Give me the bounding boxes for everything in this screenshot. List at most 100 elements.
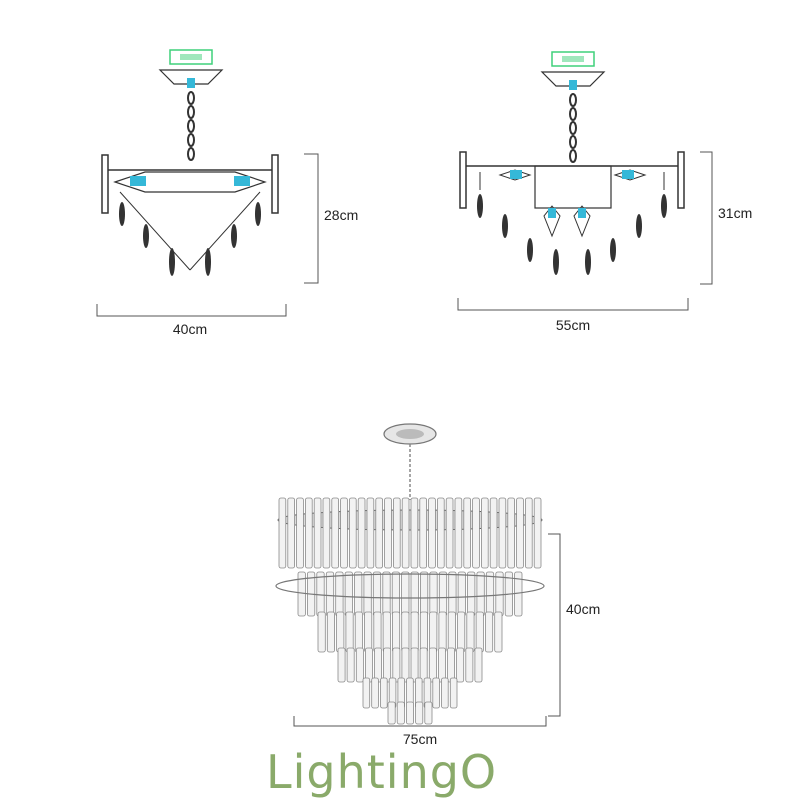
crystal-prism: [454, 497, 463, 569]
crystal-prism: [384, 497, 392, 569]
crystal-prism: [374, 647, 382, 683]
crystal-prism: [391, 611, 401, 653]
crystal-prism: [304, 497, 313, 569]
crystal-prism: [372, 571, 382, 617]
crystal-prism: [336, 611, 345, 653]
crystal-prism: [467, 571, 476, 617]
crystal-prism: [457, 571, 466, 617]
crystal-prism: [447, 611, 456, 653]
crystal-prism: [516, 497, 524, 569]
crystal-prism: [410, 497, 419, 569]
crystal-prism: [326, 611, 335, 653]
crystal-prism: [335, 571, 344, 617]
crystal-prism: [424, 701, 433, 725]
crystal-prism: [484, 611, 494, 653]
crystal-prism: [436, 497, 445, 569]
crystal-prism: [463, 497, 471, 569]
medium-chandelier-dimensions: [457, 151, 713, 311]
small-chandelier-drawing: [101, 49, 279, 276]
crystal-prism: [387, 701, 396, 725]
crystal-prism: [391, 571, 401, 617]
crystal-prism: [456, 647, 465, 683]
crystal-prism: [415, 701, 424, 725]
crystal-prism: [489, 497, 498, 569]
crystal-prism: [401, 497, 410, 569]
crystal-prism: [380, 677, 388, 709]
crystal-prism: [348, 497, 357, 569]
crystal-prism: [419, 611, 428, 653]
crystal-prism: [344, 571, 353, 617]
crystal-prism: [475, 611, 484, 653]
svg-text:LightingO: LightingO: [266, 745, 497, 799]
large-chandelier-width-label: 75cm: [403, 731, 437, 747]
crystal-prism: [345, 611, 354, 653]
crystal-prism: [419, 571, 429, 617]
crystal-prism: [362, 677, 371, 709]
crystal-prism: [278, 497, 287, 569]
crystal-prism: [287, 497, 295, 569]
crystal-prism: [419, 647, 428, 683]
crystal-prism: [429, 571, 438, 617]
large-chandelier-height-label: 40cm: [566, 601, 600, 617]
crystal-prism: [355, 647, 364, 683]
crystal-prism: [437, 647, 446, 683]
crystal-prism: [316, 571, 325, 617]
crystal-prism: [495, 571, 504, 617]
large-chandelier-drawing: [275, 423, 545, 725]
crystal-prism: [405, 701, 414, 725]
crystal-prism: [331, 497, 339, 569]
crystal-prism: [371, 677, 379, 709]
crystal-prism: [410, 571, 419, 617]
large-chandelier-dimensions: [293, 533, 561, 727]
crystal-prism: [507, 497, 515, 569]
medium-chandelier-width-label: 55cm: [556, 317, 590, 333]
crystal-prism: [419, 497, 427, 569]
crystal-prism: [396, 701, 405, 725]
crystal-prism: [494, 611, 503, 653]
crystal-prism: [354, 611, 363, 653]
crystal-prism: [457, 611, 466, 653]
crystal-prism: [325, 571, 335, 617]
logo-wordmark: Lightin: [266, 745, 430, 799]
crystal-prism: [480, 497, 489, 569]
crystal-prism: [383, 647, 392, 683]
crystal-prism: [485, 571, 495, 617]
crystal-prism: [375, 497, 383, 569]
crystal-prism: [317, 611, 326, 653]
logo-mark: gO: [430, 745, 497, 799]
crystal-prism: [363, 571, 372, 617]
crystal-prism: [525, 497, 533, 569]
crystal-prism: [313, 497, 322, 569]
lightingo-logo: LightingO: [266, 745, 497, 799]
crystal-prism: [354, 571, 363, 617]
crystal-prism: [382, 571, 391, 617]
crystal-prism: [428, 647, 437, 683]
crystal-prism: [438, 611, 447, 653]
medium-chandelier-drawing: [459, 51, 685, 275]
crystal-prism: [357, 497, 366, 569]
crystal-prism: [449, 677, 458, 709]
crystal-prism: [364, 647, 373, 683]
crystal-prism: [466, 611, 475, 653]
crystal-prism: [382, 611, 391, 653]
crystal-prism: [428, 497, 436, 569]
crystal-prism: [346, 647, 355, 683]
crystal-prism: [429, 611, 438, 653]
crystal-prism: [465, 647, 474, 683]
crystal-prism: [432, 677, 440, 709]
crystal-prism: [445, 497, 454, 569]
crystal-prism: [296, 497, 304, 569]
crystal-prism: [366, 497, 375, 569]
crystal-prism: [337, 647, 346, 683]
crystal-prism: [410, 611, 419, 653]
crystal-prism: [474, 647, 483, 683]
crystal-prism: [447, 647, 455, 683]
crystal-prism: [441, 677, 449, 709]
crystal-prism: [373, 611, 382, 653]
crystal-prism: [448, 571, 457, 617]
medium-chandelier-height-label: 31cm: [718, 205, 752, 221]
crystal-prism: [322, 497, 331, 569]
crystal-prism: [498, 497, 507, 569]
crystal-prism: [392, 647, 401, 683]
